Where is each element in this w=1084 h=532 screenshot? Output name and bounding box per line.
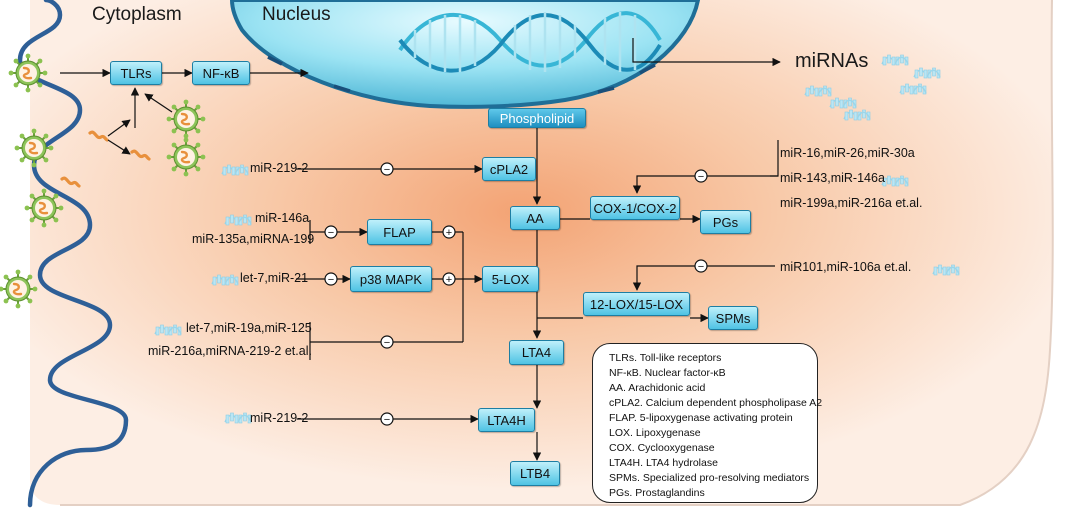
svg-text:−: − — [328, 227, 334, 239]
cell-right-membrane — [60, 0, 1054, 506]
legend-item: LTA4H. LTA4 hydrolase — [609, 457, 718, 469]
activate-symbol — [442, 225, 456, 239]
p38-mapk-node: p38 MAPK — [350, 266, 432, 292]
regulator-lox5-line2: miR-216a,miRNA-219-2 et.al. — [148, 344, 312, 358]
virus-icon — [0, 268, 39, 310]
svg-text:+: + — [446, 274, 452, 286]
cytoplasm-label: Cytoplasm — [92, 4, 182, 25]
regulator-flap-line1: miR-146a — [255, 211, 310, 225]
5-lox-node: 5-LOX — [482, 266, 539, 292]
virus-to-tlrs-arrow-2 — [144, 93, 173, 113]
inhibit-symbol — [380, 412, 394, 426]
cox-node: COX-1/COX-2 — [590, 196, 680, 220]
legend-item: AA. Arachidonic acid — [609, 382, 706, 394]
inhibit-symbol — [694, 259, 708, 273]
virus-icon — [13, 127, 55, 169]
virus-icon — [23, 187, 65, 229]
regulator-p38: let-7,miR-21 — [240, 271, 309, 285]
svg-text:−: − — [698, 261, 704, 273]
regulator-mir219-lta4h: miR-219-2 — [250, 411, 309, 425]
regulator-mir219-cpla2: miR-219-2 — [250, 161, 309, 175]
svg-text:−: − — [328, 274, 334, 286]
mirna-export-arrow — [632, 38, 781, 67]
inhibit-symbol — [380, 162, 394, 176]
lta4h-node: LTA4H — [478, 408, 535, 432]
legend-item: LOX. Lipoxygenase — [609, 427, 701, 439]
lox1215-mirna-inhibit-line — [632, 265, 775, 291]
regulator-lox5-line1: let-7,miR-19a,miR-125 — [186, 321, 312, 335]
nuclear-pores — [267, 55, 656, 94]
virus-icon — [165, 98, 207, 140]
svg-text:−: − — [698, 171, 704, 183]
lta4-node: LTA4 — [509, 340, 564, 365]
phospholipid-node: Phospholipid — [488, 108, 586, 128]
dna-helix — [398, 11, 662, 73]
activate-symbol — [442, 272, 456, 286]
lox12-15-node: 12-LOX/15-LOX — [583, 292, 690, 316]
regulator-cox-line3: miR-199a,miR-216a et.al. — [780, 196, 923, 210]
regulation-symbols — [324, 162, 708, 426]
legend-item: COX. Cyclooxygenase — [609, 442, 715, 454]
virus-icon — [165, 136, 207, 178]
regulator-lox1215: miR101,miR-106a et.al. — [780, 260, 912, 274]
cpla2-node: cPLA2 — [482, 157, 536, 181]
cell-membrane — [17, 0, 129, 508]
legend-item: FLAP. 5-lipoxygenase activating protein — [609, 412, 793, 424]
inhibit-symbol — [324, 272, 338, 286]
mirna-to-flap-inhibit — [309, 220, 367, 244]
mirnas-label: miRNAs — [795, 50, 869, 72]
svg-text:−: − — [384, 164, 390, 176]
nfkb-node: NF-κB — [192, 61, 250, 85]
pgs-node: PGs — [700, 210, 751, 234]
svg-text:−: − — [384, 337, 390, 349]
legend-item: NF-κB. Nuclear factor-κB — [609, 367, 726, 379]
legend-item: cPLA2. Calcium dependent phospholipase A… — [609, 397, 823, 409]
legend-item: PGs. Prostaglandins — [609, 487, 705, 499]
legend-item: TLRs. Toll-like receptors — [609, 352, 722, 364]
regulator-cox-line2: miR-143,miR-146a — [780, 171, 885, 185]
rna-branch-arrow-down — [107, 139, 131, 155]
aa-node: AA — [510, 206, 560, 230]
regulation-signs: − − − + + − − − − — [328, 164, 704, 426]
svg-text:+: + — [446, 227, 452, 239]
regulator-cox-line1: miR-16,miR-26,miR-30a — [780, 146, 915, 160]
regulator-flap-line2: miR-135a,miRNA-199 — [192, 232, 315, 246]
abbreviation-legend: TLRs. Toll-like receptors NF-κB. Nuclear… — [592, 343, 823, 503]
ltb4-node: LTB4 — [510, 461, 560, 486]
tlrs-node: TLRs — [110, 61, 162, 85]
inhibit-symbol — [380, 335, 394, 349]
inhibit-symbol — [324, 225, 338, 239]
nucleus-label: Nucleus — [262, 4, 331, 25]
spms-node: SPMs — [708, 306, 758, 330]
flap-node: FLAP — [367, 219, 432, 245]
inhibit-symbol — [694, 169, 708, 183]
virus-icon — [7, 52, 49, 94]
svg-text:−: − — [384, 414, 390, 426]
rna-branch-arrow-up — [107, 119, 131, 137]
legend-item: SPMs. Specialized pro-resolving mediator… — [609, 472, 810, 484]
